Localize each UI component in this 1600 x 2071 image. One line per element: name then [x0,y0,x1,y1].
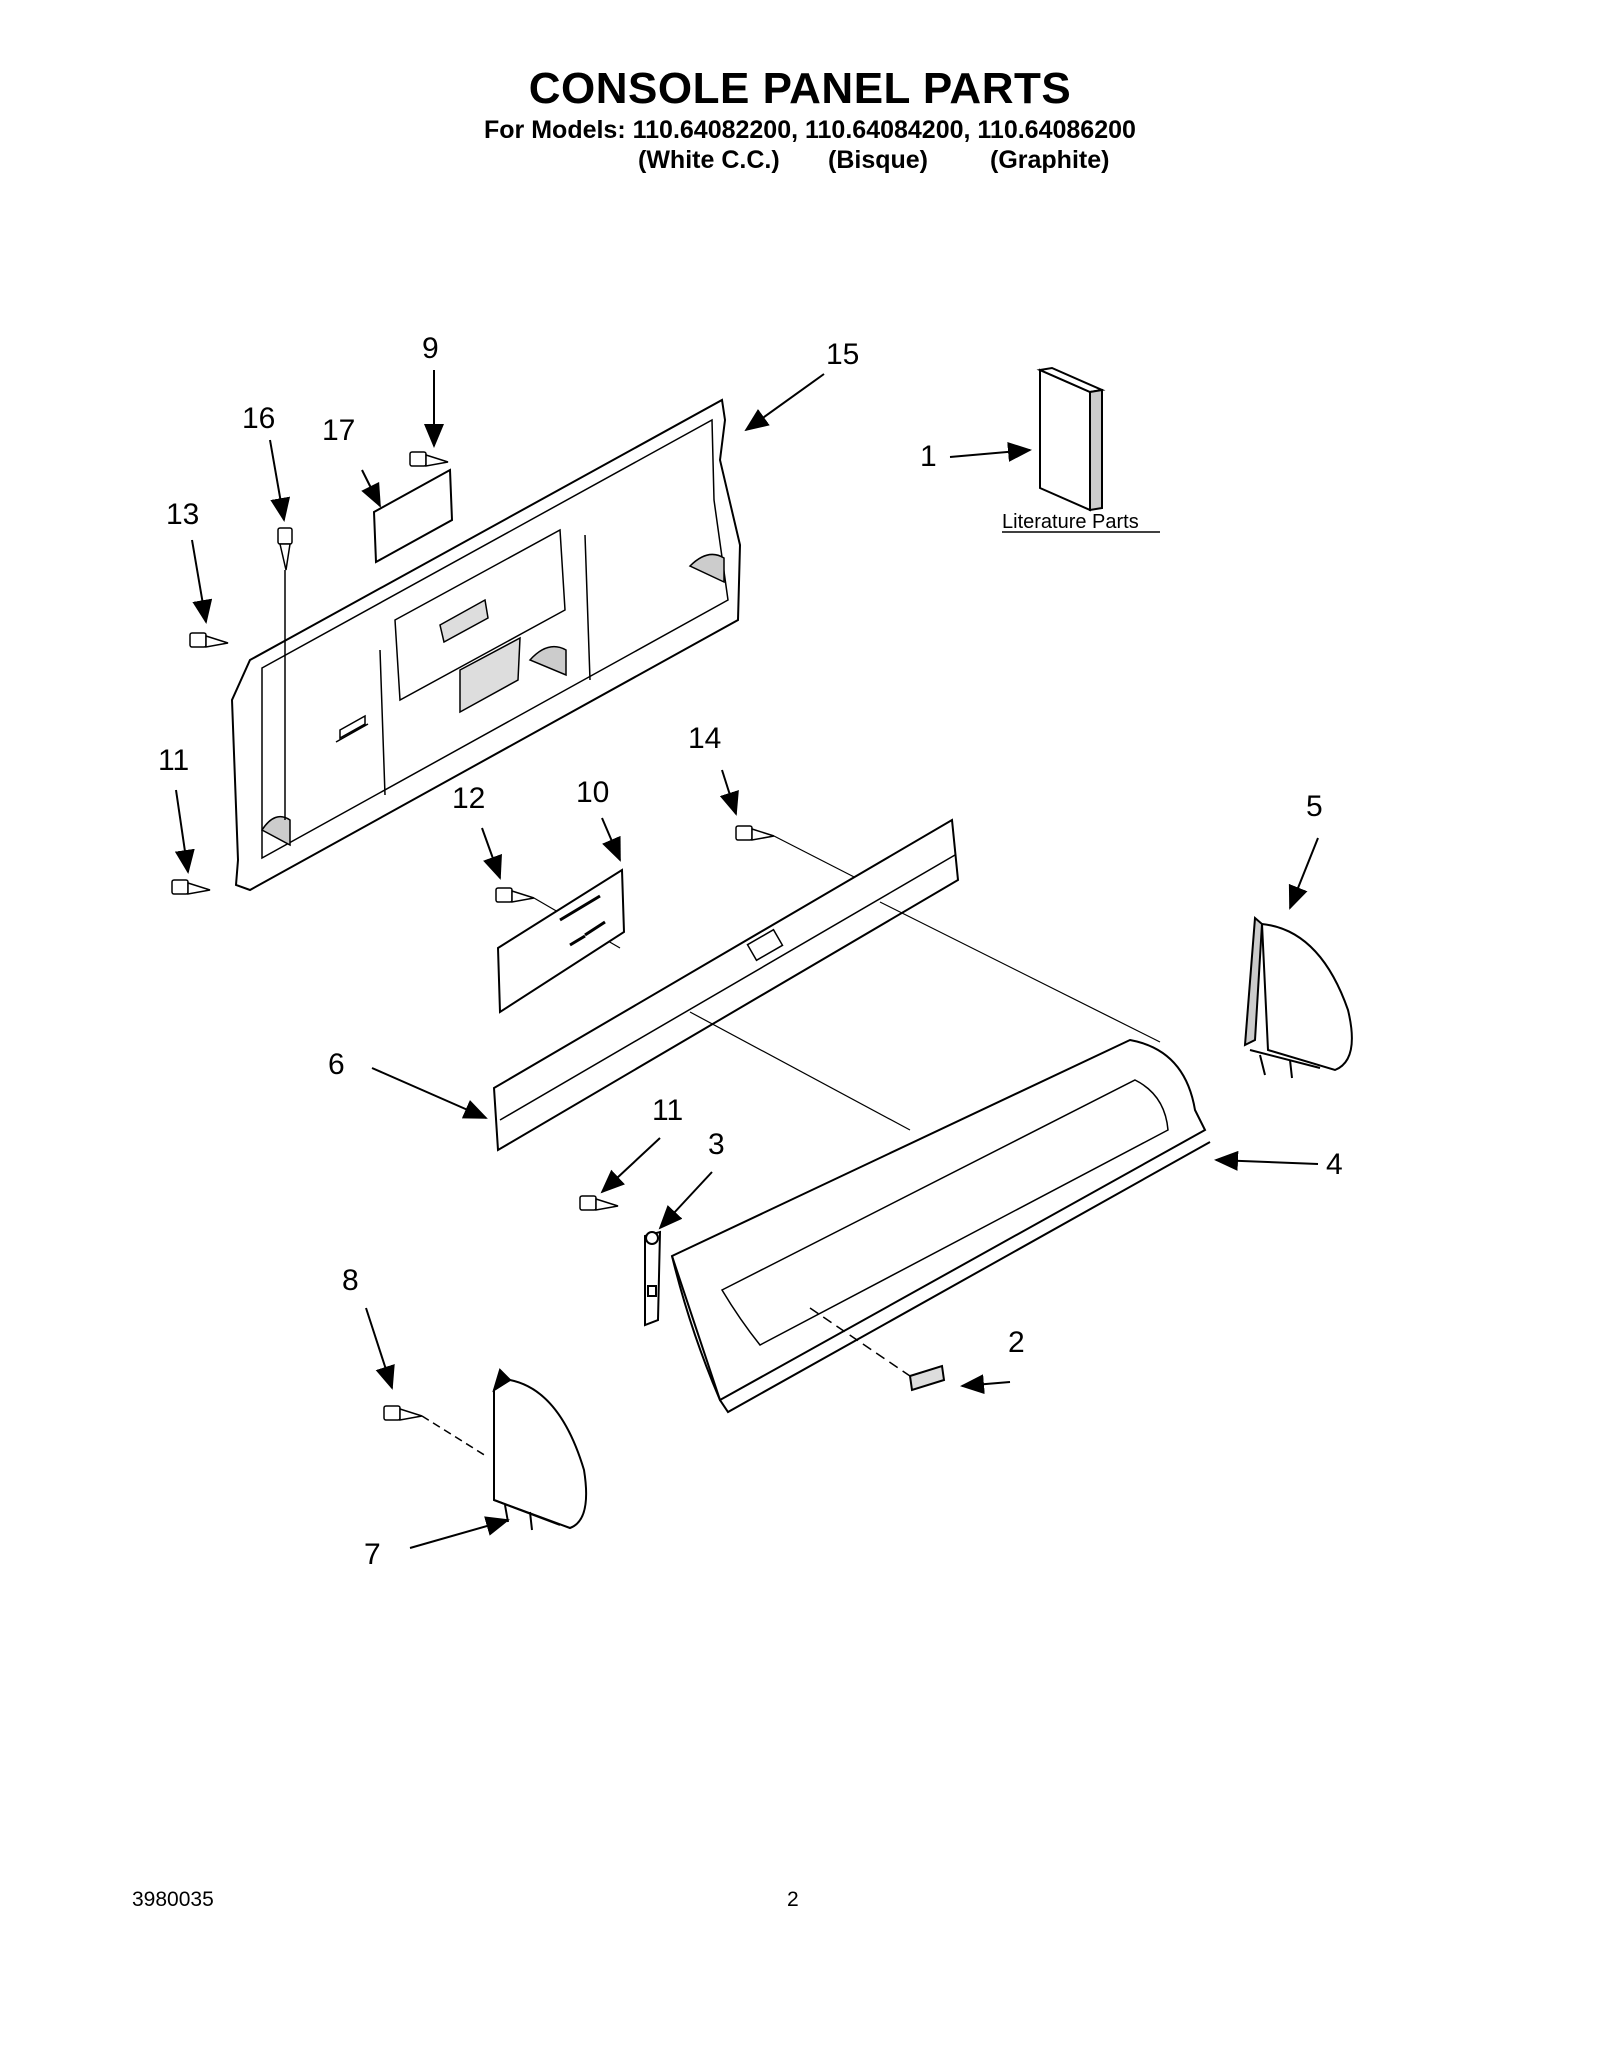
leader-11a [174,789,195,874]
callout-8: 8 [342,1264,359,1297]
screw-11a [171,879,211,895]
variant-bisque: (Bisque) [828,146,928,174]
callout-5: 5 [1306,790,1323,823]
callout-13: 13 [166,498,199,531]
leader-4 [1214,1150,1319,1171]
leader-arrows [174,370,1319,1549]
leader-8 [365,1307,395,1390]
leader-14 [719,769,739,816]
screw-8 [383,1405,487,1457]
callout-7: 7 [364,1538,381,1571]
callout-16: 16 [242,402,275,435]
screw-9 [409,451,449,467]
leader-17 [361,469,381,508]
clip-part [644,1230,662,1327]
screw-14 [735,825,861,881]
badge-part [908,1364,946,1392]
console-panel-part [670,1038,1211,1414]
leader-1 [949,441,1032,462]
leader-12 [481,827,502,880]
callout-6: 6 [328,1048,345,1081]
leader-15 [744,373,825,432]
callout-10: 10 [576,776,609,809]
leader-2 [960,1374,1011,1395]
callout-3: 3 [708,1128,725,1161]
right-end-cap-part [1243,915,1353,1079]
left-end-cap-part [492,1368,588,1531]
callout-15: 15 [826,338,859,371]
callout-9: 9 [422,332,439,365]
models-line: For Models: 110.64082200, 110.64084200, … [484,116,1136,144]
literature-booklet-part [1002,366,1160,533]
document-number: 3980035 [132,1888,214,1911]
callout-2: 2 [1008,1326,1025,1359]
variant-graphite: (Graphite) [990,146,1110,174]
control-board-part [496,868,626,1014]
leader-10 [601,817,621,862]
callout-4: 4 [1326,1148,1343,1181]
leader-3 [658,1171,713,1230]
screw-11b [579,1195,619,1211]
literature-parts-label: Literature Parts [1002,511,1139,533]
callout-14: 14 [688,722,721,755]
callout-17: 17 [322,414,355,447]
callout-11a: 11 [158,744,189,777]
variant-white: (White C.C.) [638,146,780,174]
mounting-rail-part [492,818,1161,1152]
page-title: CONSOLE PANEL PARTS [528,64,1072,113]
leader-11b [600,1137,661,1194]
bracket-17-part [372,468,454,564]
leader-13 [191,539,213,624]
leader-6 [371,1067,488,1119]
leader-16 [269,439,291,522]
callout-1: 1 [920,440,937,473]
callout-11b: 11 [652,1094,683,1127]
rear-console-panel-part [230,398,742,892]
screw-16 [277,527,293,820]
screw-13 [189,632,229,648]
leader-7 [409,1516,510,1549]
leader-5 [1288,837,1319,910]
callout-12: 12 [452,782,485,815]
page-number: 2 [787,1888,799,1911]
